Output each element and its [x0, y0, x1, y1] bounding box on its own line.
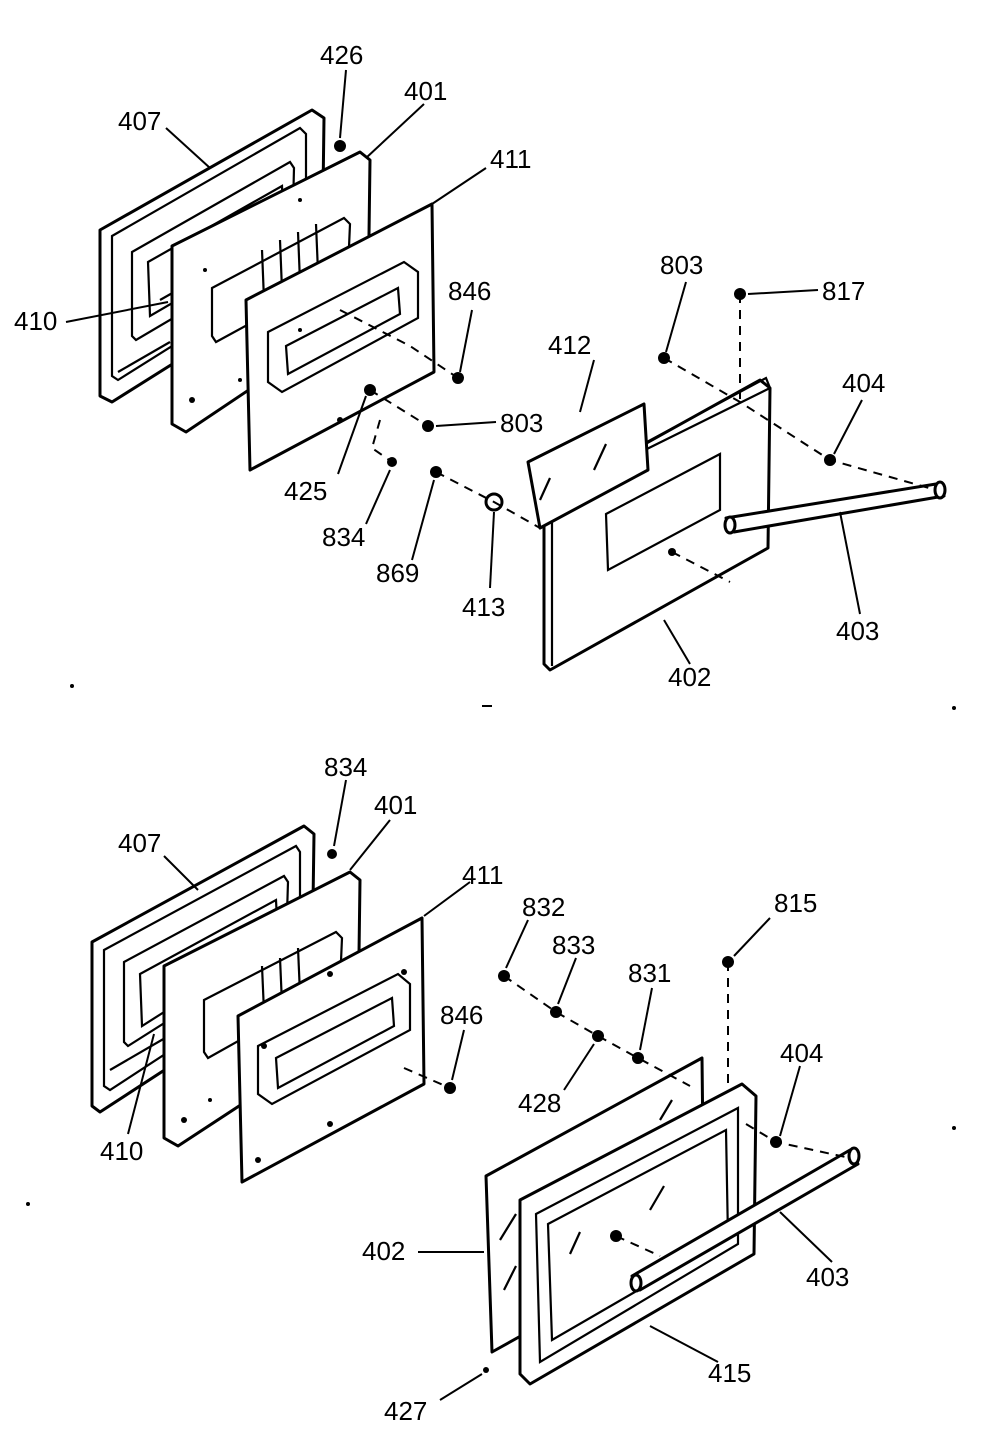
upper-leaders [65, 69, 863, 665]
callout-415: 415 [708, 1358, 751, 1388]
callout-426: 426 [320, 40, 363, 70]
screw-833 [550, 1006, 562, 1018]
callout-412: 412 [548, 330, 591, 360]
part-412-window-glass [526, 402, 650, 530]
callout-846: 846 [448, 276, 491, 306]
callout-404: 404 [842, 368, 885, 398]
part-403-door-handle [723, 480, 947, 535]
screw-834-lower [327, 849, 337, 859]
callout-831: 831 [628, 958, 671, 988]
callout-401: 401 [404, 76, 447, 106]
callout-403-lower: 403 [806, 1262, 849, 1292]
callout-427: 427 [384, 1396, 427, 1426]
callout-803-lower: 803 [500, 408, 543, 438]
callout-401-lower: 401 [374, 790, 417, 820]
part-411-inner-panel [244, 202, 436, 472]
print-marks [26, 684, 956, 1206]
callout-803-upper: 803 [660, 250, 703, 280]
screw-831 [632, 1052, 644, 1064]
callout-407-lower: 407 [118, 828, 161, 858]
callout-407: 407 [118, 106, 161, 136]
screw-427 [483, 1367, 489, 1373]
lower-assembly-lines [403, 962, 851, 1257]
upper-assembly-lines [339, 294, 937, 583]
callout-815: 815 [774, 888, 817, 918]
lower-leaders [127, 779, 833, 1401]
callout-404-lower: 404 [780, 1038, 823, 1068]
callout-817: 817 [822, 276, 865, 306]
callout-834: 834 [322, 522, 365, 552]
callout-410: 410 [14, 306, 57, 336]
part-411-inner-panel-lower [236, 916, 426, 1184]
lower-callouts: 834 401 407 411 832 815 833 831 846 404 … [100, 752, 849, 1426]
callout-846-lower: 846 [440, 1000, 483, 1030]
callout-411-lower: 411 [462, 860, 503, 890]
callout-425: 425 [284, 476, 327, 506]
callout-413: 413 [462, 592, 505, 622]
callout-402-lower: 402 [362, 1236, 405, 1266]
callout-833: 833 [552, 930, 595, 960]
callout-428: 428 [518, 1088, 561, 1118]
callout-834-lower: 834 [324, 752, 367, 782]
screw-428 [592, 1030, 604, 1042]
callout-402: 402 [668, 662, 711, 692]
screw-426 [334, 140, 346, 152]
part-403-door-handle-lower [629, 1146, 861, 1293]
upper-assembly: 426 401 407 411 410 846 803 817 412 404 … [14, 40, 947, 692]
callout-869: 869 [376, 558, 419, 588]
callout-403: 403 [836, 616, 879, 646]
callout-832: 832 [522, 892, 565, 922]
callout-410-lower: 410 [100, 1136, 143, 1166]
upper-callouts: 426 401 407 411 410 846 803 817 412 404 … [14, 40, 885, 692]
lower-assembly: 834 401 407 411 832 815 833 831 846 404 … [90, 752, 861, 1426]
callout-411: 411 [490, 144, 531, 174]
